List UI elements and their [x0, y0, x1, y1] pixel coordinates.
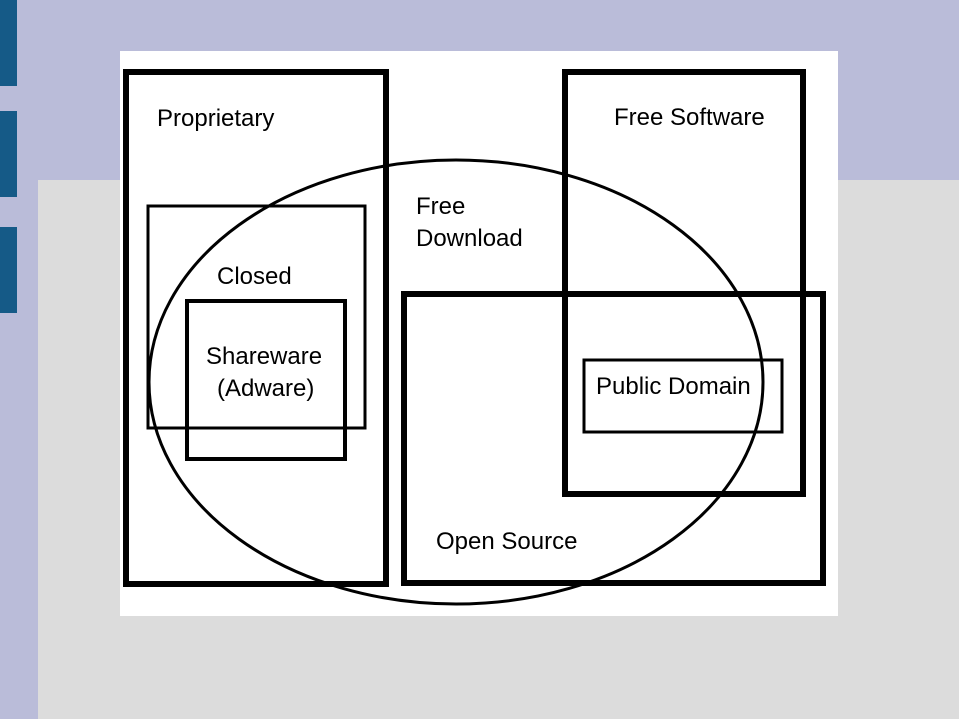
software-categories-diagram: Proprietary Free Software Free Download … — [123, 69, 826, 606]
open-source-label: Open Source — [436, 528, 577, 555]
free-download-ellipse — [147, 158, 765, 606]
proprietary-box — [123, 69, 389, 587]
closed-label: Closed — [217, 263, 292, 290]
side-tab-3 — [0, 227, 17, 313]
free-software-label: Free Software — [614, 104, 765, 131]
closed-box — [146, 204, 367, 430]
public-domain-box — [582, 358, 784, 434]
free-software-box — [562, 69, 806, 497]
side-tab-2 — [0, 111, 17, 197]
shareware-label-line2: (Adware) — [217, 375, 314, 402]
public-domain-label: Public Domain — [596, 373, 751, 400]
free-download-label-line2: Download — [416, 225, 523, 252]
free-download-label-line1: Free — [416, 193, 465, 220]
side-tab-1 — [0, 0, 17, 86]
proprietary-label: Proprietary — [157, 105, 274, 132]
shareware-box — [185, 299, 347, 461]
open-source-box — [401, 291, 826, 586]
diagram-canvas: Proprietary Free Software Free Download … — [120, 51, 838, 616]
shareware-label-line1: Shareware — [206, 343, 322, 370]
